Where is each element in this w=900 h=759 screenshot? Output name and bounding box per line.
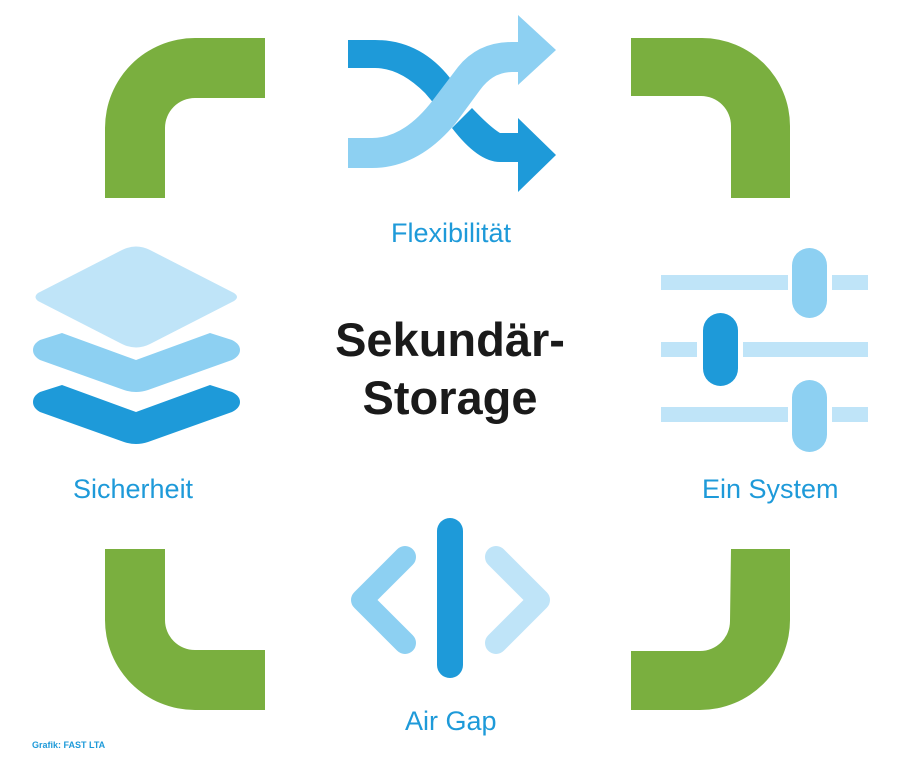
label-air-gap: Air Gap bbox=[405, 706, 497, 736]
layer-middle bbox=[33, 333, 240, 392]
sliders-icon bbox=[661, 248, 868, 452]
slider-knob-3 bbox=[792, 380, 827, 452]
slider-knob-2 bbox=[703, 313, 738, 386]
center-title-line-1: Sekundär- bbox=[335, 313, 565, 366]
corner-bracket-bottom-left bbox=[105, 549, 265, 710]
layer-bottom bbox=[33, 385, 240, 444]
center-title-line-2: Storage bbox=[362, 371, 538, 424]
air-gap-chevrons-icon bbox=[351, 518, 550, 678]
shuffle-arrows-icon bbox=[348, 15, 556, 192]
air-gap-bar bbox=[437, 518, 463, 678]
slider-track-3-right bbox=[832, 407, 868, 422]
image-credit: Grafik: FAST LTA bbox=[32, 740, 106, 750]
shuffle-dark-band-lower bbox=[452, 108, 556, 192]
layers-stack-icon bbox=[33, 246, 240, 444]
corner-bracket-top-right bbox=[631, 38, 790, 198]
corner-bracket-bottom-right bbox=[631, 549, 790, 710]
shuffle-light-band bbox=[348, 15, 556, 168]
slider-track-2-right bbox=[743, 342, 868, 357]
corner-brackets bbox=[105, 38, 790, 710]
label-sicherheit: Sicherheit bbox=[73, 474, 194, 504]
slider-track-1-left bbox=[661, 275, 788, 290]
label-flexibilitaet: Flexibilität bbox=[391, 218, 512, 248]
layer-top bbox=[35, 246, 237, 348]
label-ein-system: Ein System bbox=[702, 474, 839, 504]
slider-knob-1 bbox=[792, 248, 827, 318]
chevron-right-icon bbox=[485, 546, 550, 654]
chevron-left-icon bbox=[351, 546, 416, 654]
slider-track-2-left bbox=[661, 342, 697, 357]
corner-bracket-top-left bbox=[105, 38, 265, 198]
slider-track-3-left bbox=[661, 407, 788, 422]
slider-track-1-right bbox=[832, 275, 868, 290]
